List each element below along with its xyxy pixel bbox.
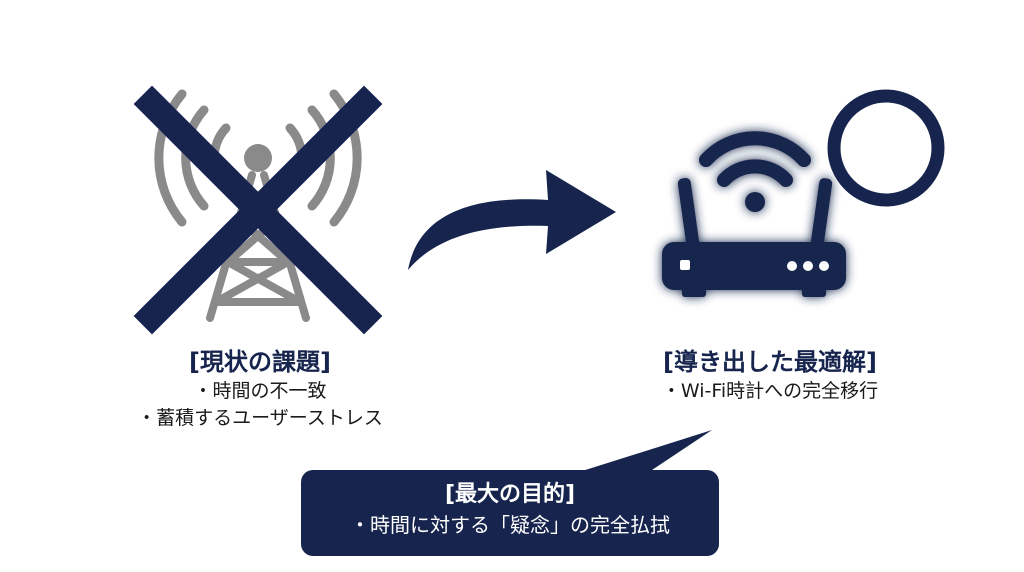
- circle-mark-icon: [827, 89, 945, 207]
- current-issues-bullet: ・蓄積するユーザーストレス: [137, 407, 383, 429]
- callout-pointer: [560, 430, 712, 478]
- current-issues-bullet: ・時間の不一致: [193, 380, 327, 402]
- curved-arrow-icon: [408, 170, 616, 270]
- goal-bullet: ・時間に対する「疑念」の完全払拭: [350, 513, 670, 537]
- optimal-solution-bullet: ・Wi-Fi時計への完全移行: [661, 380, 879, 402]
- current-issues-block: [現状の課題] ・時間の不一致 ・蓄積するユーザーストレス: [80, 346, 440, 432]
- wifi-router-icon: [662, 131, 846, 297]
- goal-callout: [最大の目的] ・時間に対する「疑念」の完全払拭: [301, 470, 719, 556]
- goal-heading: [最大の目的]: [444, 482, 576, 507]
- optimal-solution-heading: [導き出した最適解]: [663, 348, 877, 376]
- cross-mark-icon: [133, 85, 383, 335]
- optimal-solution-block: [導き出した最適解] ・Wi-Fi時計への完全移行: [560, 346, 980, 405]
- current-issues-heading: [現状の課題]: [189, 348, 331, 376]
